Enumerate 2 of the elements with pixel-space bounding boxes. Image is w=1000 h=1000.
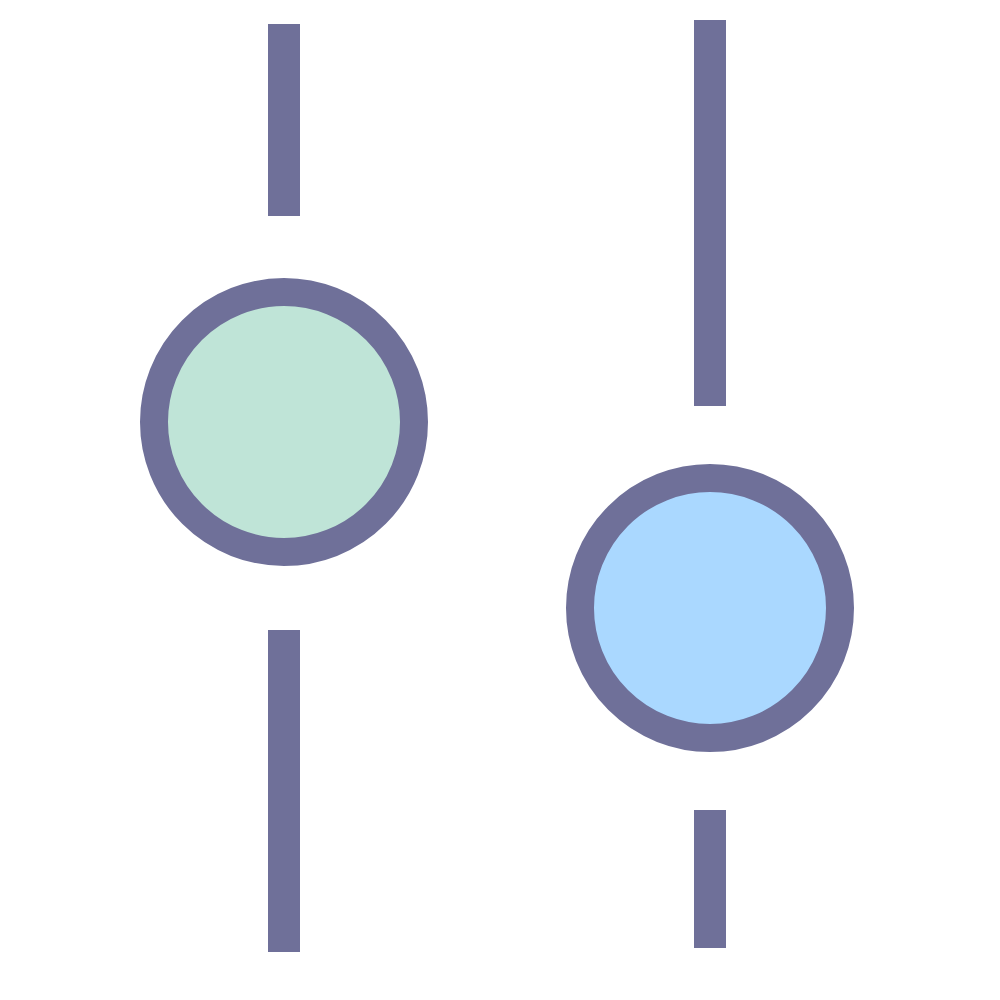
slider-knob (566, 464, 854, 752)
slider-knob (140, 278, 428, 566)
